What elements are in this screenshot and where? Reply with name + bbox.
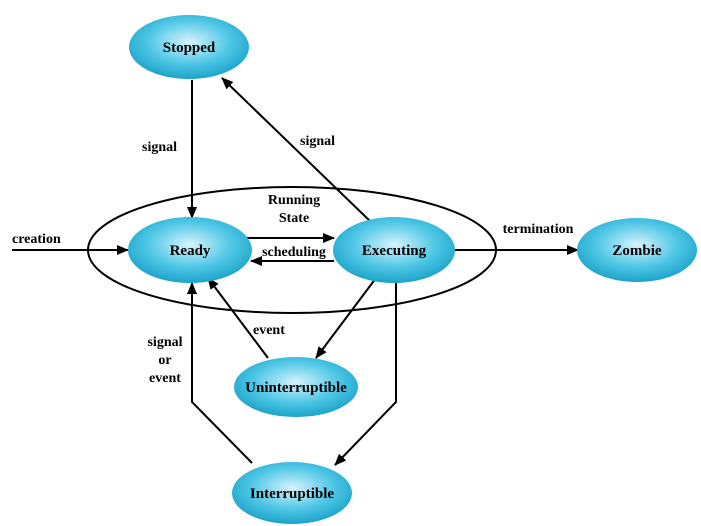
state-uninterruptible: Uninterruptible [234,357,358,417]
state-executing: Executing [333,217,455,283]
label-signal-stopped-ready: signal [142,140,177,155]
label-running-state-line1: Running [268,193,320,208]
label-scheduling: scheduling [262,245,326,260]
state-uninterruptible-label: Uninterruptible [245,380,347,396]
label-signal-or-event-line1: signal [147,335,182,350]
label-signal-or-event-line2: or [158,353,171,368]
state-zombie: Zombie [577,218,697,282]
state-interruptible: Interruptible [232,462,352,524]
state-interruptible-label: Interruptible [250,486,335,502]
label-event: event [253,323,285,338]
edge-executing-to-uninterruptible [315,277,377,359]
edge-executing-to-interruptible [334,281,397,466]
edge-uninterruptible-to-ready [207,277,269,359]
label-termination: termination [503,222,574,237]
label-signal-or-event-line3: event [149,371,181,386]
state-zombie-label: Zombie [612,243,662,259]
state-stopped: Stopped [129,15,249,79]
state-stopped-label: Stopped [163,40,216,56]
label-running-state-line2: State [279,211,309,226]
state-ready-label: Ready [170,243,211,259]
label-signal-executing-stopped: signal [300,134,335,149]
state-executing-label: Executing [362,243,427,259]
edge-executing-to-stopped [221,77,372,223]
label-creation: creation [12,232,61,247]
edge-interruptible-to-ready [187,282,253,464]
state-ready: Ready [128,217,252,283]
